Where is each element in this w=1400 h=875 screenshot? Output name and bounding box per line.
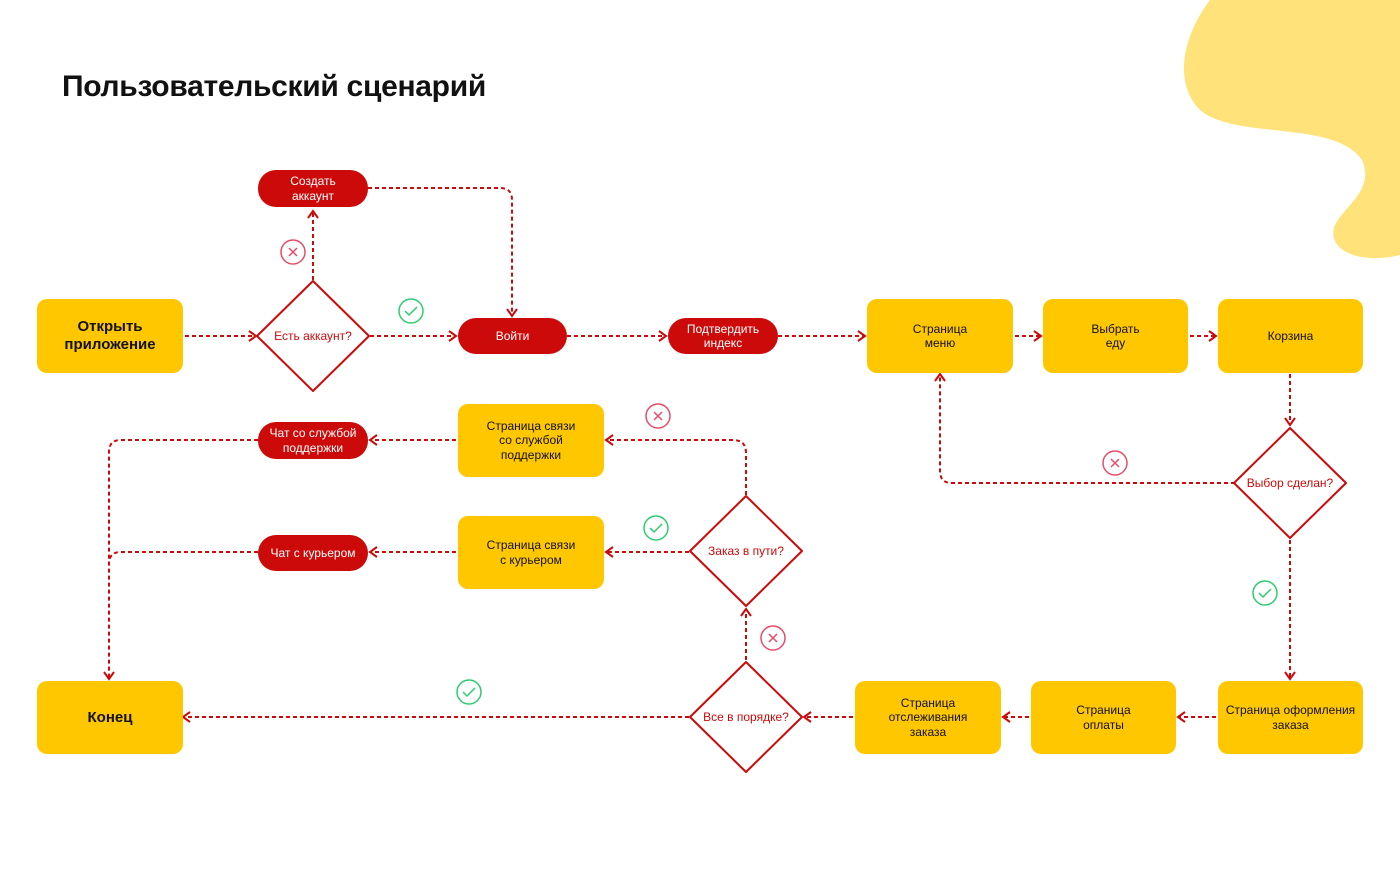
arrow-choice-no-menu [934, 372, 1235, 484]
decision-diamond-all-ok [689, 661, 803, 773]
arrow-courier-chat-to-end [108, 551, 258, 565]
page-title: Пользовательский сценарий [62, 70, 486, 103]
decision-diamond-on-the-way [689, 495, 803, 607]
decision-choice-made: Выбор сделан? [1246, 476, 1334, 490]
node-courier-page: Страница связи с курьером [458, 516, 604, 589]
node-open-app: Открыть приложение [37, 299, 183, 373]
cross-icon [645, 403, 671, 429]
check-icon [1252, 580, 1278, 606]
cross-icon [760, 625, 786, 651]
node-courier-chat: Чат с курьером [258, 535, 368, 571]
decision-diamond-account [256, 280, 370, 392]
node-choose-food: Выбрать еду [1043, 299, 1188, 373]
node-login: Войти [458, 318, 567, 354]
check-icon [643, 515, 669, 541]
node-menu-page: Страница меню [867, 299, 1013, 373]
node-support-chat: Чат со службой поддержки [258, 422, 368, 459]
check-icon [456, 679, 482, 705]
decision-all-ok: Все в порядке? [703, 710, 789, 724]
cross-icon [280, 239, 306, 265]
node-confirm-index: Подтвердить индекс [668, 318, 778, 354]
node-checkout-page: Страница оформления заказа [1218, 681, 1363, 754]
node-cart: Корзина [1218, 299, 1363, 373]
node-tracking-page: Страница отслеживания заказа [855, 681, 1001, 754]
arrow-create-to-login [368, 187, 518, 318]
node-end: Конец [37, 681, 183, 754]
check-icon [398, 298, 424, 324]
decision-has-account: Есть аккаунт? [274, 329, 352, 343]
node-payment-page: Страница оплаты [1031, 681, 1176, 754]
node-support-page: Страница связи со службой поддержки [458, 404, 604, 477]
node-create-account: Создать аккаунт [258, 170, 368, 207]
decision-on-the-way: Заказ в пути? [708, 544, 784, 558]
arrow-way-no-support [604, 434, 747, 495]
cross-icon [1102, 450, 1128, 476]
arrow-support-chat-to-end [103, 439, 258, 681]
decision-diamond-choice [1233, 427, 1347, 539]
